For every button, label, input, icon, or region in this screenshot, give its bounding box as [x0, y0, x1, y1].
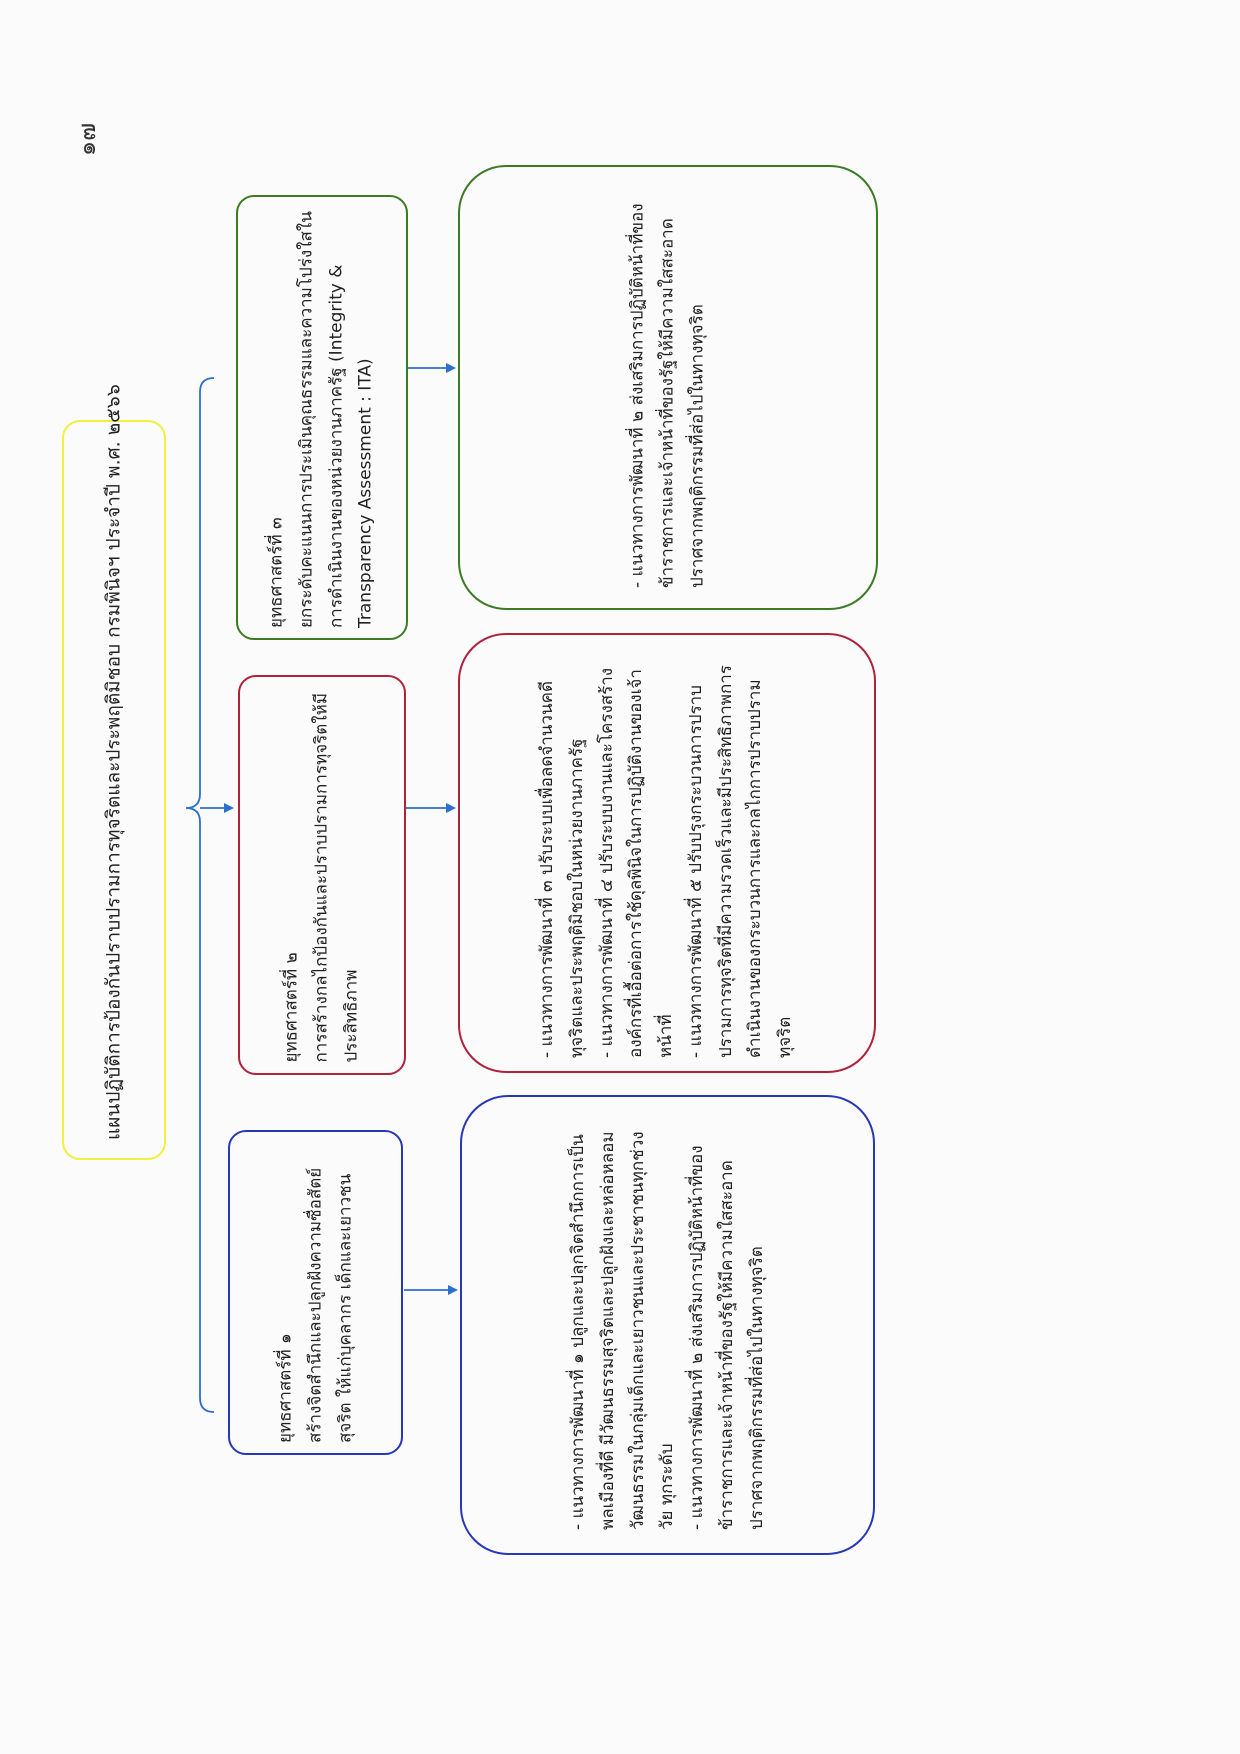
guideline-box-1: - แนวทางการพัฒนาที่ ๑ ปลูกและปลุกจิตสำนึ… — [460, 1095, 875, 1555]
guideline-box-3: - แนวทางการพัฒนาที่ ๒ ส่งเสริมการปฏิบัติ… — [458, 165, 878, 610]
strategy-3-box: ยุทธศาสตร์ที่ ๓ ยกระดับคะแนนการประเมินคุ… — [236, 195, 408, 640]
guideline-box-2: - แนวทางการพัฒนาที่ ๓ ปรับระบบเพื่อลดจำน… — [458, 633, 876, 1073]
strategy-2-box: ยุทธศาสตร์ที่ ๒ การสร้างกลไกป้องกันและปร… — [238, 675, 406, 1075]
bracket — [185, 377, 215, 1413]
plan-title-box: แผนปฏิบัติการป้องกันปราบปรามการทุจริตและ… — [62, 384, 166, 1160]
strategy-1-box: ยุทธศาสตร์ที่ ๑ สร้างจิตสำนึกและปลูกฝังค… — [228, 1130, 403, 1455]
